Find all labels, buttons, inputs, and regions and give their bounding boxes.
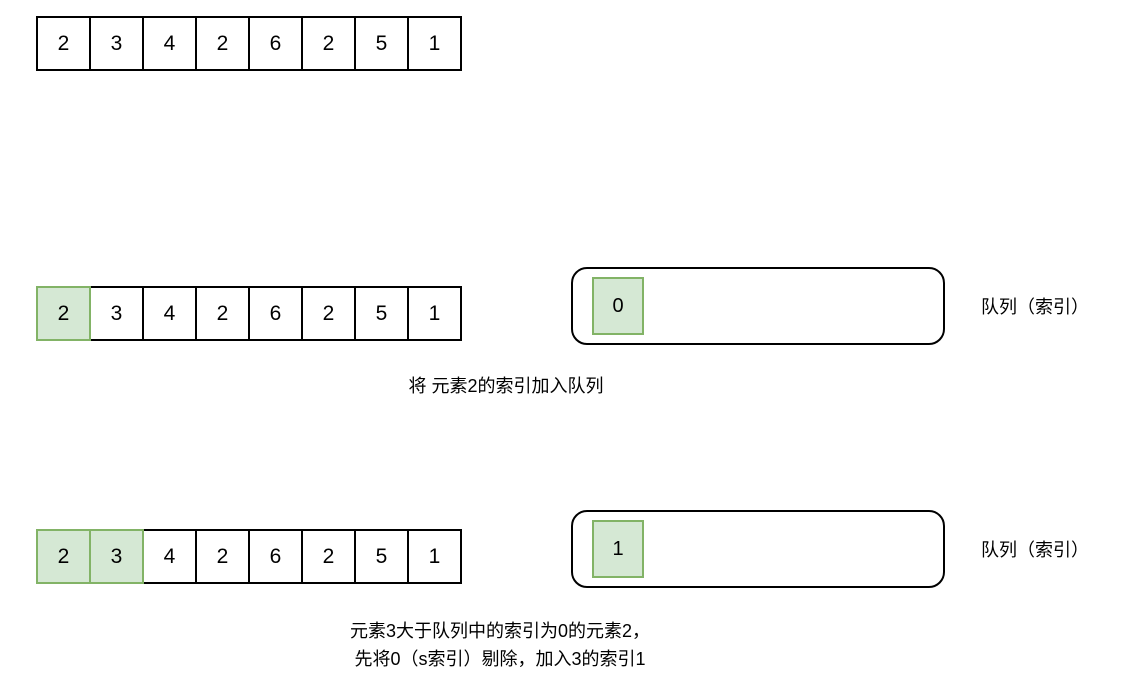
queue-step-2: 1 — [571, 510, 945, 588]
array-cell: 4 — [142, 16, 197, 71]
array-cell: 2 — [36, 16, 91, 71]
caption-step-1: 将 元素2的索引加入队列 — [408, 376, 604, 396]
array-cell: 2 — [301, 16, 356, 71]
queue-label-step-2: 队列（索引） — [981, 540, 1089, 560]
queue-step-1: 0 — [571, 267, 945, 345]
array-cell: 3 — [89, 286, 144, 341]
array-cell: 6 — [248, 286, 303, 341]
array-cell: 6 — [248, 16, 303, 71]
array-cell: 6 — [248, 529, 303, 584]
array-cell: 1 — [407, 529, 462, 584]
array-cell: 2 — [195, 529, 250, 584]
queue-item: 0 — [592, 277, 644, 335]
caption-step-2: 元素3大于队列中的索引为0的元素2， 先将0（s索引）剔除，加入3的索引1 — [349, 621, 651, 669]
array-cell: 2 — [195, 286, 250, 341]
array-cell: 1 — [407, 16, 462, 71]
array-cell: 3 — [89, 529, 144, 584]
queue-label-step-1: 队列（索引） — [981, 297, 1089, 317]
array-cell: 2 — [36, 286, 91, 341]
array-cell: 2 — [301, 286, 356, 341]
queue-item: 1 — [592, 520, 644, 578]
array-cell: 4 — [142, 529, 197, 584]
array-cell: 2 — [301, 529, 356, 584]
array-cell: 4 — [142, 286, 197, 341]
array-cell: 2 — [36, 529, 91, 584]
array-cell: 5 — [354, 16, 409, 71]
array-cell: 5 — [354, 529, 409, 584]
array-cell: 5 — [354, 286, 409, 341]
array-cell: 1 — [407, 286, 462, 341]
array-cell: 2 — [195, 16, 250, 71]
array-cell: 3 — [89, 16, 144, 71]
